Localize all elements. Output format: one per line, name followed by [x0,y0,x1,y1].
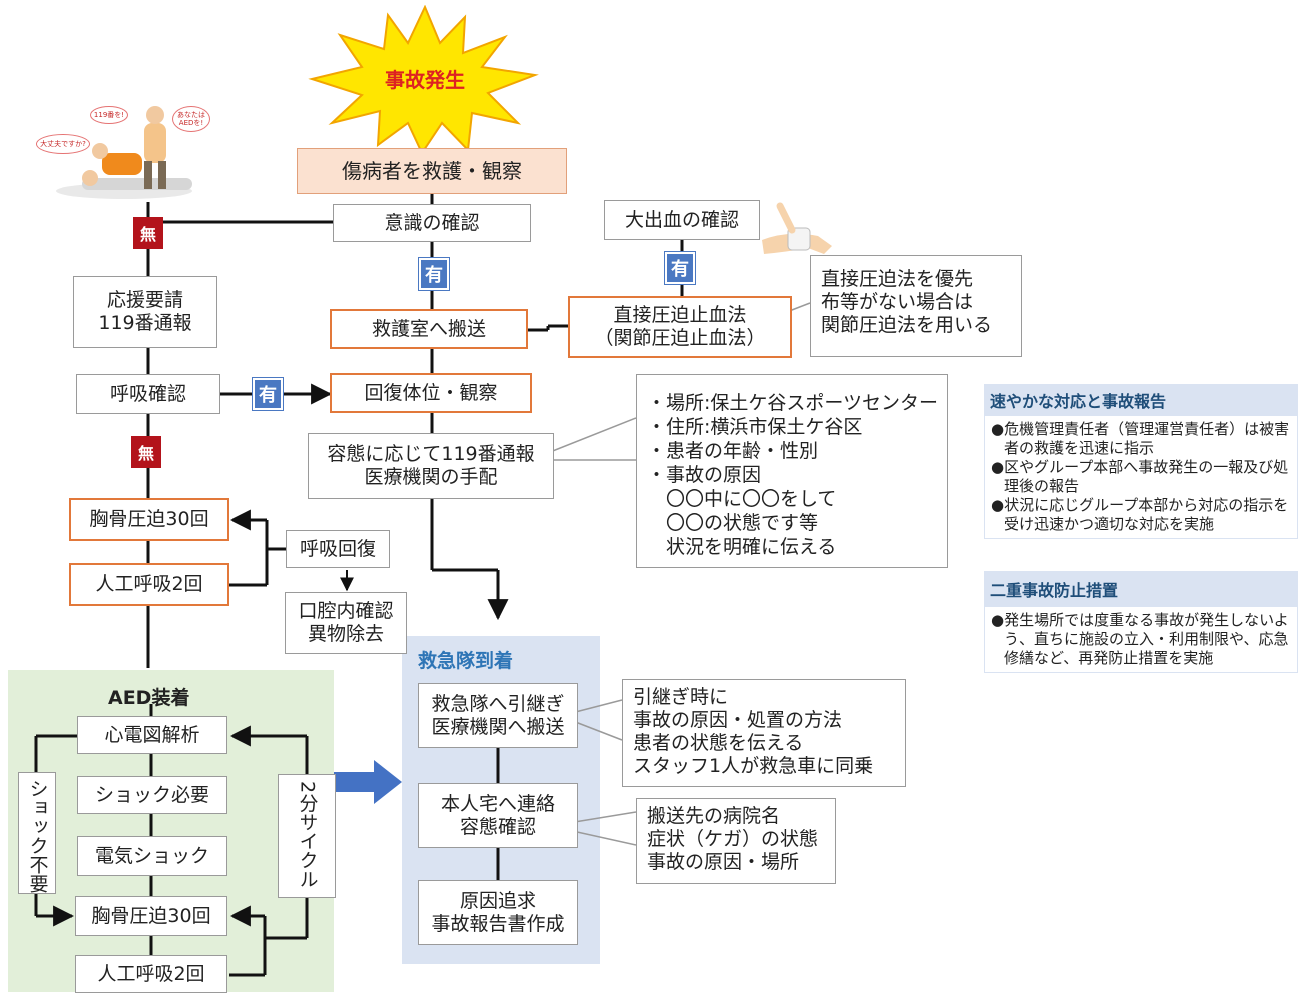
call-119-box: 容態に応じて119番通報 医療機関の手配 [308,433,554,499]
contact-note: 搬送先の病院名 症状（ケガ）の状態 事故の原因・場所 [636,798,836,884]
secondary-accident-item: ●発生場所では度重なる事故が発生しないよう、直ちに施設の立入・利用制限や、応急修… [991,611,1289,667]
prompt-response-panel: 速やかな対応と事故報告 ●危機管理責任者（管理運営責任者）は被害者の救護を迅速に… [984,384,1298,539]
aed-title: AED装着 [108,687,190,709]
accident-report-box: 原因追求 事故報告書作成 [418,880,578,945]
electric-shock-box: 電気ショック [77,836,227,876]
breath-recovered-box: 呼吸回復 [286,530,390,568]
mouth-check-box: 口腔内確認 異物除去 [285,592,407,654]
speech-call-119: 119番を! [90,106,128,124]
two-minute-cycle-label-text: 2分サイクル [296,781,319,889]
report-info-note: ・場所:保土ケ谷スポーツセンター ・住所:横浜市保土ケ谷区 ・患者の年齢・性別 … [636,374,948,568]
tag-yes-consciousness: 有 [418,257,450,291]
prompt-response-item: ●状況に応じグループ本部から対応の指示を受け迅速かつ適切な対応を実施 [991,496,1289,533]
tag-none-consciousness: 無 [133,217,163,249]
handover-note: 引継ぎ時に 事故の原因・処置の方法 患者の状態を伝える スタッフ1人が救急車に同… [622,679,906,787]
recovery-position-box: 回復体位・観察 [330,373,532,413]
tag-yes-bleeding: 有 [664,251,696,285]
speech-aed: あなたは AEDを! [172,106,210,132]
two-minute-cycle-label: 2分サイクル [278,774,336,898]
no-shock-label: ショック不要 [18,772,56,894]
incident-title: 事故発生 [385,68,465,92]
chest-compression-box: 胸骨圧迫30回 [69,498,229,541]
secondary-accident-panel: 二重事故防止措置 ●発生場所では度重なる事故が発生しないよう、直ちに施設の立入・… [984,571,1298,673]
speech-are-you-ok: 大丈夫ですか? [36,134,90,154]
rescue-observe-box: 傷病者を救護・観察 [297,148,567,194]
consciousness-check-box: 意識の確認 [333,204,531,242]
handover-box: 救急隊へ引継ぎ 医療機関へ搬送 [418,683,578,748]
rescue-breathing-box: 人工呼吸2回 [69,563,229,606]
aed-chest-compression-box: 胸骨圧迫30回 [75,896,227,936]
pressure-hemostasis-box: 直接圧迫止血法 （関節圧迫止血法） [568,296,792,358]
prompt-response-heading: 速やかな対応と事故報告 [984,384,1298,416]
ecg-analysis-box: 心電図解析 [77,716,227,754]
prompt-response-item: ●区やグループ本部へ事故発生の一報及び処理後の報告 [991,458,1289,495]
transport-box: 救護室へ搬送 [330,309,528,349]
no-shock-label-text: ショック不要 [26,779,49,893]
aed-rescue-breathing-box: 人工呼吸2回 [75,955,227,993]
breath-check-box: 呼吸確認 [76,374,220,414]
secondary-accident-heading: 二重事故防止措置 [984,571,1298,607]
prompt-response-item: ●危機管理責任者（管理運営責任者）は被害者の救護を迅速に指示 [991,420,1290,457]
pressure-method-note: 直接圧迫法を優先 布等がない場合は 関節圧迫法を用いる [810,255,1022,357]
tag-none-breathing: 無 [131,436,161,468]
first-aid-illustration [56,106,192,199]
tag-yes-breathing: 有 [252,377,284,411]
shock-needed-box: ショック必要 [77,776,227,814]
bleeding-check-box: 大出血の確認 [604,200,760,240]
support-request-box: 応援要請 119番通報 [73,276,217,348]
family-contact-box: 本人宅へ連絡 容態確認 [418,783,578,848]
ambulance-arrival-title: 救急隊到着 [418,650,514,672]
bleeding-arm-illustration [762,202,832,254]
